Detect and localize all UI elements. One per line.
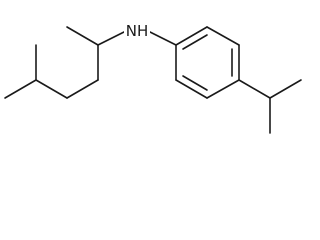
bond-group — [4, 26, 302, 134]
structure-diagram: NH — [4, 22, 302, 134]
ring-bond-4 — [206, 79, 240, 99]
bond-ring-isopropyl — [238, 79, 271, 99]
bond-c4-c3 — [66, 79, 99, 99]
ring-double-bond-3 — [182, 75, 208, 91]
bond-c2-n — [97, 31, 125, 46]
bond-isopropyl-methyl-a — [269, 79, 302, 99]
bond-c6-c5a — [4, 79, 37, 99]
ring-bond-2 — [206, 26, 240, 46]
bond-n-ring — [149, 31, 177, 46]
atom-label-background — [124, 22, 150, 42]
atom-n: NH — [124, 22, 150, 42]
bond-c2-methyl — [66, 26, 99, 46]
molecule-drawing: NH — [4, 22, 302, 134]
ring-bond-1 — [175, 26, 208, 46]
ring-double-bond-1 — [182, 34, 208, 50]
atom-label-n: NH — [126, 22, 149, 40]
bond-c5-c4 — [35, 79, 68, 99]
ring-bond-5 — [175, 79, 208, 99]
